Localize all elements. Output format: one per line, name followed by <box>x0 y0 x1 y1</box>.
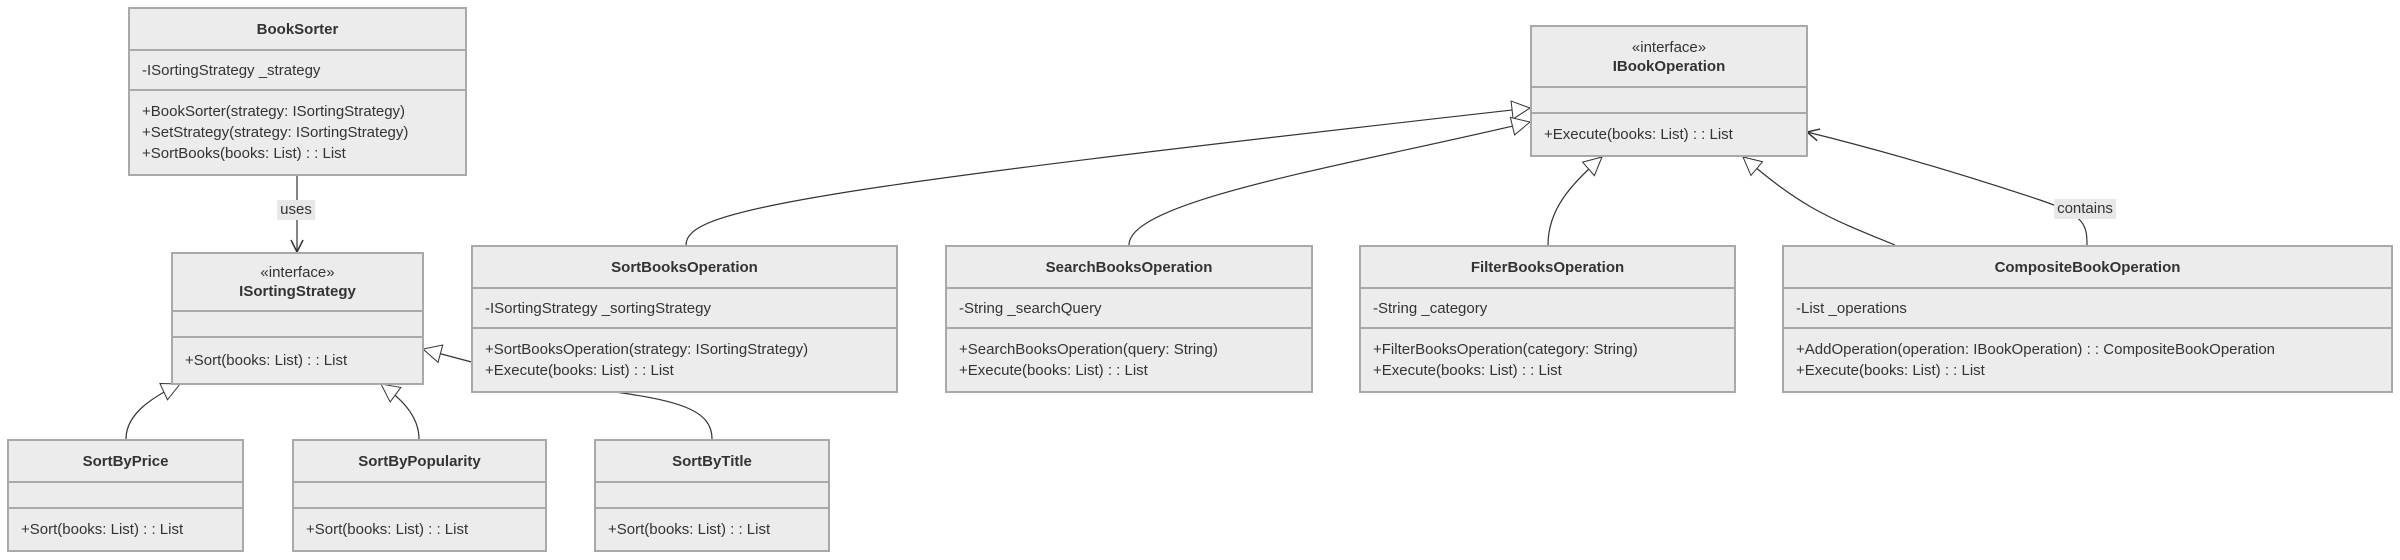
methods-section: +Sort(books: List) : : List <box>173 336 422 383</box>
uses-label: uses <box>277 200 315 220</box>
class-name: CompositeBookOperation <box>1994 258 2181 276</box>
edge-searchbooksop-realizes-ibookoperation <box>1128 122 1530 246</box>
method: +Sort(books: List) : : List <box>306 521 469 538</box>
attributes-section <box>9 481 242 507</box>
method: +FilterBooksOperation(category: String) <box>1373 341 1638 358</box>
class-name: SortByPrice <box>82 452 169 470</box>
attributes-section: -ISortingStrategy _sortingStrategy <box>473 287 896 327</box>
method: +BookSorter(strategy: ISortingStrategy) <box>142 103 406 120</box>
stereotype-label: «interface» <box>1631 38 1707 56</box>
class-sortbyprice[interactable]: SortByPrice +Sort(books: List) : : List <box>7 439 244 552</box>
edge-sortbyprice-realizes-isortingstrategy <box>125 384 180 440</box>
methods-section: +Sort(books: List) : : List <box>294 507 545 550</box>
attributes-section: -List _operations <box>1784 287 2391 327</box>
attributes-section <box>294 481 545 507</box>
method: +Sort(books: List) : : List <box>185 352 348 369</box>
class-name: FilterBooksOperation <box>1470 258 1625 276</box>
class-name: SortBooksOperation <box>611 258 758 276</box>
method: +SortBooks(books: List) : : List <box>142 145 346 162</box>
method: +SortBooksOperation(strategy: ISortingSt… <box>485 341 809 358</box>
edge-sortbypopularity-realizes-isortingstrategy <box>381 384 420 440</box>
methods-section: +Sort(books: List) : : List <box>9 507 242 550</box>
method: +SearchBooksOperation(query: String) <box>959 341 1218 358</box>
methods-section: +Execute(books: List) : : List <box>1532 112 1806 155</box>
method: +Sort(books: List) : : List <box>608 521 771 538</box>
class-name: IBookOperation <box>1612 57 1726 75</box>
attributes-section <box>596 481 828 507</box>
methods-section: +SortBooksOperation(strategy: ISortingSt… <box>473 327 896 391</box>
class-name: SortByTitle <box>672 452 752 470</box>
class-compositebookoperation[interactable]: CompositeBookOperation -List _operations… <box>1782 245 2393 393</box>
class-name: SearchBooksOperation <box>1045 258 1213 276</box>
method: +Execute(books: List) : : List <box>1544 126 1733 143</box>
class-name: BookSorter <box>256 20 339 38</box>
attributes-section: -String _searchQuery <box>947 287 1311 327</box>
attribute: -String _searchQuery <box>959 299 1102 317</box>
method: +Execute(books: List) : : List <box>959 362 1148 379</box>
class-name: SortByPopularity <box>358 452 481 470</box>
method: +Sort(books: List) : : List <box>21 521 184 538</box>
stereotype-label: «interface» <box>260 264 335 281</box>
edge-compositebookop-realizes-ibookoperation <box>1743 157 1896 246</box>
interface-ibookoperation[interactable]: «interface» IBookOperation +Execute(book… <box>1530 25 1808 157</box>
attributes-section: -ISortingStrategy _strategy <box>130 49 465 89</box>
contains-label: contains <box>2054 199 2116 219</box>
class-sortbytitle[interactable]: SortByTitle +Sort(books: List) : : List <box>594 439 830 552</box>
attribute: -List _operations <box>1796 299 1907 317</box>
methods-section: +FilterBooksOperation(category: String) … <box>1361 327 1734 391</box>
method: +SetStrategy(strategy: ISortingStrategy) <box>142 124 409 141</box>
class-name: ISortingStrategy <box>239 283 356 300</box>
edge-sortbooksop-realizes-ibookoperation <box>685 108 1530 246</box>
attribute: -ISortingStrategy _strategy <box>142 61 321 79</box>
method: +AddOperation(operation: IBookOperation)… <box>1796 341 2276 358</box>
class-sortbypopularity[interactable]: SortByPopularity +Sort(books: List) : : … <box>292 439 547 552</box>
class-booksorter[interactable]: BookSorter -ISortingStrategy _strategy +… <box>128 7 467 176</box>
edge-compositebookop-contains-ibookoperation <box>1807 132 2088 246</box>
method: +Execute(books: List) : : List <box>1373 362 1562 379</box>
method: +Execute(books: List) : : List <box>485 362 674 379</box>
methods-section: +SearchBooksOperation(query: String) +Ex… <box>947 327 1311 391</box>
methods-section: +AddOperation(operation: IBookOperation)… <box>1784 327 2391 391</box>
interface-isortingstrategy[interactable]: «interface» ISortingStrategy +Sort(books… <box>171 252 424 385</box>
methods-section: +Sort(books: List) : : List <box>596 507 828 550</box>
class-filterbooksoperation[interactable]: FilterBooksOperation -String _category +… <box>1359 245 1736 393</box>
methods-section: +BookSorter(strategy: ISortingStrategy) … <box>130 89 465 174</box>
method: +Execute(books: List) : : List <box>1796 362 1985 379</box>
attribute: -ISortingStrategy _sortingStrategy <box>485 299 711 317</box>
class-searchbooksoperation[interactable]: SearchBooksOperation -String _searchQuer… <box>945 245 1313 393</box>
edge-filterbooksop-realizes-ibookoperation <box>1547 157 1602 246</box>
attributes-section: -String _category <box>1361 287 1734 327</box>
attribute: -String _category <box>1373 299 1488 317</box>
attributes-section <box>173 310 422 336</box>
attributes-section <box>1532 86 1806 112</box>
class-sortbooksoperation[interactable]: SortBooksOperation -ISortingStrategy _so… <box>471 245 898 393</box>
